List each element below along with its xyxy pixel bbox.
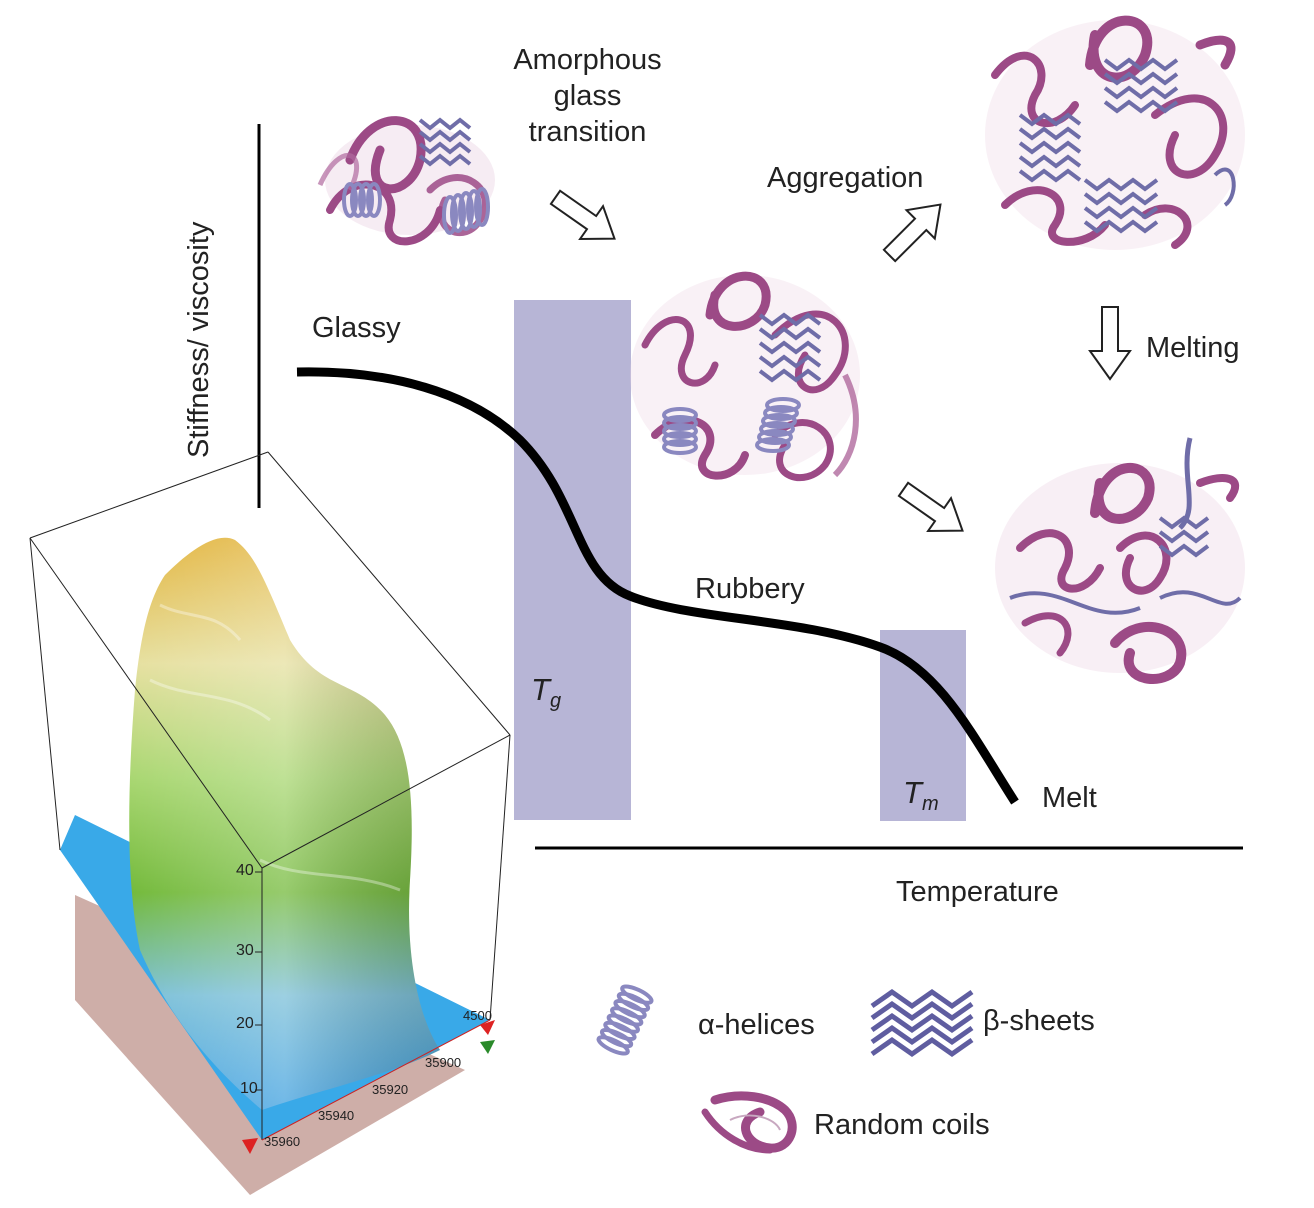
z-tick-20: 20 bbox=[236, 1015, 254, 1032]
arrow-aggregation bbox=[882, 203, 942, 263]
melt-label: Melt bbox=[1042, 782, 1097, 814]
x-tick-35920: 35920 bbox=[372, 1082, 409, 1097]
rubbery-label: Rubbery bbox=[695, 573, 805, 605]
tm-symbol: Tm bbox=[903, 775, 939, 816]
amorphous-line-1: Amorphous bbox=[513, 44, 662, 76]
temperature-label: Temperature bbox=[896, 876, 1059, 908]
surface-plot bbox=[29, 451, 511, 1195]
legend-helices-label: α-helices bbox=[698, 1009, 815, 1041]
amorphous-label: Amorphous glass transition bbox=[490, 42, 685, 150]
tm-bar bbox=[880, 630, 966, 821]
z-tick-30: 30 bbox=[236, 942, 254, 959]
protein-cluster-amorphous bbox=[630, 271, 860, 482]
y-axis-title: Stiffness/ viscosity bbox=[183, 221, 215, 458]
legend-coil-icon bbox=[701, 1091, 797, 1154]
legend-sheet-icon bbox=[870, 988, 974, 1058]
protein-cluster-melt bbox=[995, 437, 1245, 684]
stiffness-curve bbox=[296, 367, 1019, 805]
legend-helix-icon bbox=[596, 984, 654, 1056]
corner-tick: 4500 bbox=[463, 1008, 492, 1023]
tg-bar bbox=[514, 300, 631, 820]
legend-coils-label: Random coils bbox=[814, 1109, 990, 1141]
z-tick-40: 40 bbox=[236, 862, 254, 879]
melting-label: Melting bbox=[1146, 332, 1240, 364]
arrow-melting bbox=[1088, 306, 1132, 381]
glassy-label: Glassy bbox=[312, 312, 401, 344]
aggregation-label: Aggregation bbox=[767, 162, 924, 194]
arrow-to-amorphous bbox=[549, 189, 616, 240]
protein-cluster-aggregated bbox=[985, 15, 1245, 250]
z-tick-10: 10 bbox=[240, 1080, 258, 1097]
arrow-to-melt bbox=[897, 481, 964, 532]
x-tick-35900: 35900 bbox=[425, 1055, 462, 1070]
protein-cluster-native bbox=[317, 116, 495, 246]
legend-sheets-label: β-sheets bbox=[983, 1005, 1095, 1037]
x-tick-35940: 35940 bbox=[318, 1108, 355, 1123]
x-tick-35960: 35960 bbox=[264, 1134, 301, 1149]
tg-symbol: Tg bbox=[531, 672, 562, 713]
amorphous-line-2: glass bbox=[553, 80, 622, 112]
amorphous-line-3: transition bbox=[528, 116, 647, 148]
